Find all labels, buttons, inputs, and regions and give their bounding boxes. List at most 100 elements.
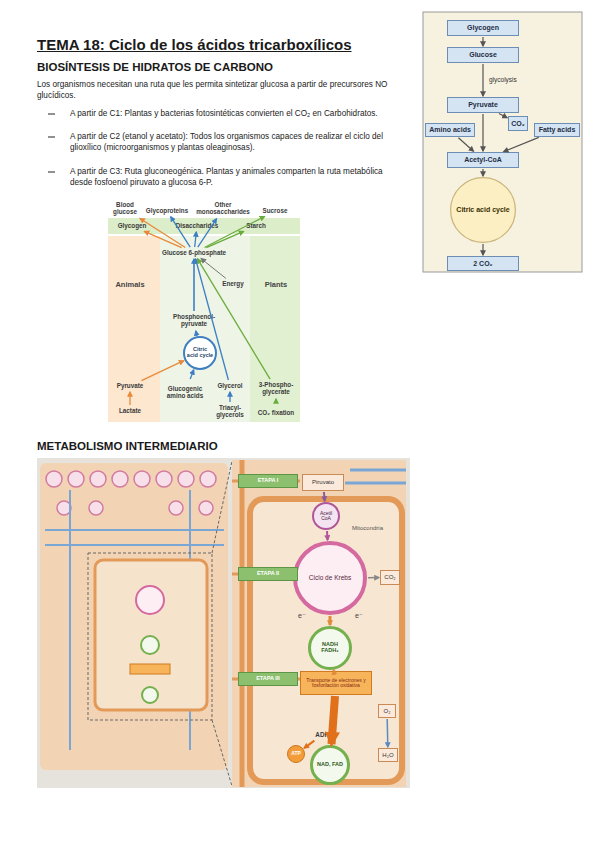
flow-arrow (482, 244, 483, 255)
node-text: O₂ (384, 708, 391, 714)
plants-column (250, 236, 300, 422)
flow-arrow (482, 114, 483, 151)
metabolite-label: Starch (240, 221, 272, 231)
bullet-text: A partir de C3: Ruta gluconeogénica. Pla… (70, 166, 400, 188)
flow-arrow (190, 370, 194, 379)
metabolite-label: Energy (218, 279, 248, 289)
cell-overview (40, 463, 228, 770)
shared-column (160, 236, 250, 422)
animals-column (108, 236, 160, 422)
cycle-circle: Ciclo de Krebs (293, 541, 367, 615)
zoom-box (88, 553, 212, 720)
metabolite-label: Sucrose (258, 206, 292, 216)
flow-arrow (482, 64, 483, 96)
flow-arrow (193, 259, 195, 311)
zoom-line (212, 720, 232, 786)
node-circle (184, 337, 216, 369)
node-text: CO₂ (384, 574, 395, 580)
node-text: Lactate (119, 408, 141, 415)
metabolite-label: Phosphoenol-pyruvate (168, 312, 220, 330)
stage-tag: ETAPA I (238, 474, 298, 488)
node-text: Pyruvate (468, 101, 498, 109)
metabolite-box: 2 CO₂ (447, 256, 519, 271)
node-text: CO₂ (511, 120, 525, 128)
node-text: Energy (222, 281, 243, 288)
node-text: Other monosaccharides (196, 202, 250, 216)
column-band: Animals (110, 279, 150, 291)
flow-arrow (326, 531, 329, 540)
node-circle (288, 746, 305, 763)
flow-arrow (195, 232, 197, 247)
edge-label: glycolysis (489, 76, 517, 83)
metabolite-box: Piruvato (302, 474, 344, 491)
flow-arrow (144, 231, 181, 247)
cofactor-circle: NADH FADH₂ (308, 626, 352, 670)
node-circle (310, 628, 351, 669)
flow-arrow (205, 217, 265, 248)
metabolite-circle: Acetil CoA (312, 502, 340, 530)
pathway-line (345, 482, 406, 485)
bullet-text: A partir de C1: Plantas y bacterias foto… (70, 108, 400, 119)
node-text: ETAPA I (258, 478, 279, 484)
pathway-lines (45, 490, 224, 750)
node-text: Glucose 6-phosphate (162, 250, 226, 257)
node-text: Glycogen (118, 223, 147, 230)
mitochondrion (250, 499, 402, 782)
cofactor-circle: NAD, FAD (308, 745, 352, 785)
node-text: Ciclo de Krebs (309, 574, 351, 581)
metabolite-label: Other monosaccharides (197, 200, 249, 218)
metabolite-label: Glycogen (112, 221, 152, 231)
node-text: Disaccharides (176, 223, 219, 230)
flow-arrow (499, 114, 507, 118)
compartment-name: Mitocondria (352, 525, 383, 531)
metabolite-label: Lactate (112, 406, 148, 416)
node-text: Glucogenic amino acids (163, 386, 207, 400)
bullet-dash (48, 137, 55, 138)
node-text: Citric acid cycle (456, 206, 509, 214)
node-text: Citric acid cycle (187, 347, 214, 359)
node-text: ADP (315, 732, 328, 739)
mini-chain (130, 664, 170, 674)
node-text: Pyruvate (117, 383, 144, 390)
node-text: 2 CO₂ (473, 260, 492, 268)
node-circle (313, 503, 339, 529)
cycle-circle: Citric acid cycle (447, 177, 519, 243)
mini-cycle (136, 586, 164, 614)
metabolite-label: Glucose 6-phosphate (160, 248, 228, 258)
metabolite-label: Disaccharides (172, 221, 222, 231)
flow-arrow (332, 696, 336, 744)
flow-arrow (504, 137, 539, 151)
node-text: H₂O (382, 752, 393, 758)
chain-box: Transporte de electrones y fosforilación… (300, 671, 372, 695)
node-text: NADH FADH₂ (313, 642, 347, 654)
mini-cofactor (142, 687, 158, 703)
bullet-dash (48, 114, 55, 115)
node-circle (312, 747, 349, 784)
node-circle (295, 543, 365, 613)
node-text: Fatty acids (539, 126, 576, 134)
node-text: Glycogen (467, 24, 499, 32)
flow-arrow (368, 577, 379, 579)
flow-arrow (386, 719, 388, 747)
metabolite-box: Fatty acids (534, 123, 580, 137)
atp-circle: ATP (286, 745, 306, 763)
flow-arrow (482, 37, 483, 46)
metabolite-box: Glucose (447, 47, 519, 63)
metabolite-label: CO₂ fixation (256, 404, 296, 422)
node-text: Triacyl-glycerols (212, 405, 248, 419)
zoom-line (212, 461, 232, 553)
mini-cofactor (141, 636, 159, 654)
flow-arrow (323, 492, 326, 501)
metabolite-box: H₂O (378, 748, 398, 762)
mini-mitochondrion (95, 560, 207, 710)
section-heading: METABOLISMO INTERMEDIARIO (37, 440, 218, 452)
node-text: NAD, FAD (317, 762, 343, 768)
flow-arrow (275, 399, 276, 403)
metabolite-box: Glycogen (447, 20, 519, 36)
node-text: ETAPA II (257, 571, 279, 577)
stage-tag: ETAPA II (238, 567, 298, 581)
node-text: ETAPA III (256, 676, 280, 682)
flow-arrow (195, 331, 197, 335)
metabolite-label: ADP (311, 730, 333, 740)
node-text: Amino acids (429, 126, 471, 134)
